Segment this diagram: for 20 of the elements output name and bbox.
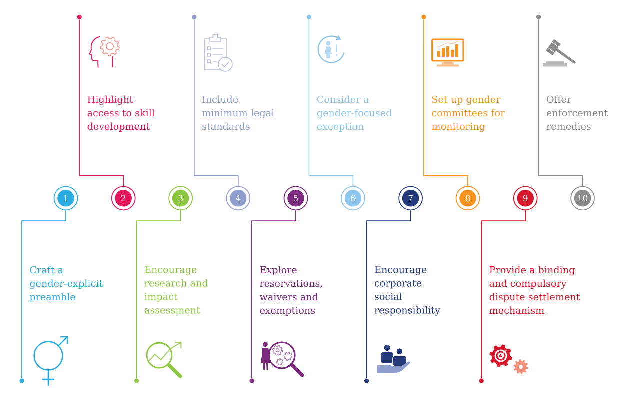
step-label: Provide a binding and compulsory dispute settlement mechanism xyxy=(490,266,580,314)
connector-line xyxy=(366,210,412,379)
step-label: Consider a gender-focused exception xyxy=(317,96,392,132)
connector-line xyxy=(194,19,239,187)
connector-line xyxy=(79,19,124,187)
connector-line xyxy=(481,210,526,379)
connector-line xyxy=(424,19,468,187)
connector-line xyxy=(308,19,354,187)
step-label: Encourage research and impact assessment xyxy=(144,266,208,314)
step-label: Include minimum legal standards xyxy=(202,96,274,130)
connector-line xyxy=(538,19,584,187)
step-label: Craft a gender-explicit preamble xyxy=(30,266,103,302)
step-label: Offer enforcement remedies xyxy=(546,96,608,130)
step-label: Set up gender committees for monitoring xyxy=(432,96,506,132)
connector-line xyxy=(136,210,182,379)
connector-line xyxy=(252,210,296,379)
step-label: Highlight access to skill development xyxy=(88,96,155,132)
step-label: Encourage corporate social responsibility xyxy=(374,266,440,316)
step-label: Explore reservations, waivers and exemptions xyxy=(260,266,322,316)
connector-line xyxy=(22,210,66,379)
